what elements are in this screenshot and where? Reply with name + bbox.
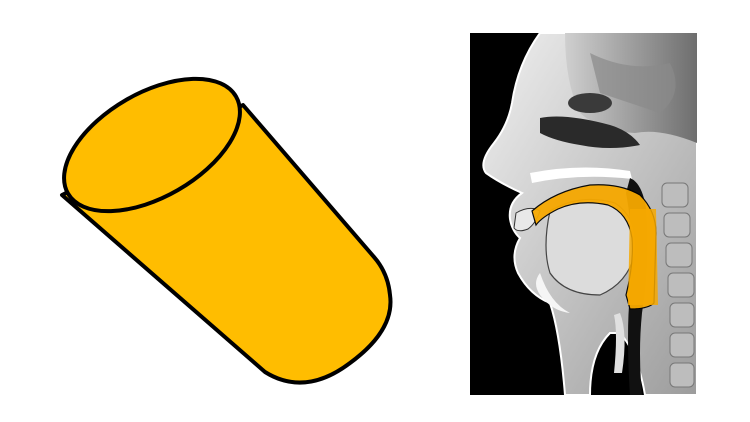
larynx xyxy=(614,313,625,373)
nasal-cavity xyxy=(540,116,640,148)
jaw xyxy=(536,273,570,313)
cylinder-tube-model xyxy=(60,76,393,385)
mri-image-panel xyxy=(470,33,697,395)
cylinder-top-cap xyxy=(62,76,242,214)
cervical-spine xyxy=(661,182,695,388)
vocal-tract-highlight xyxy=(531,184,657,310)
mri-head-image xyxy=(470,33,697,395)
hard-palate xyxy=(530,167,632,183)
